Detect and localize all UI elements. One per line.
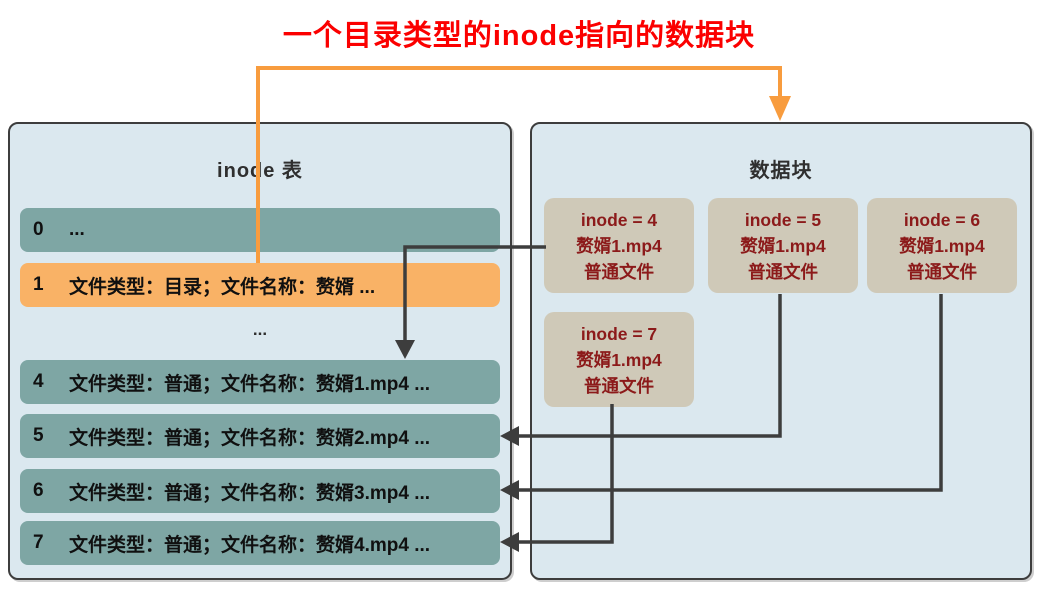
directory-entry-inode7: inode = 7 赘婿1.mp4 普通文件 bbox=[544, 312, 694, 407]
directory-entry-inode5: inode = 5 赘婿1.mp4 普通文件 bbox=[708, 198, 858, 293]
entry-filetype: 普通文件 bbox=[748, 261, 818, 282]
inode-table-header: inode 表 bbox=[217, 160, 303, 182]
inode-table-ellipsis: ... bbox=[252, 320, 268, 339]
inode-row-1-directory: 1 文件类型：目录；文件名称：赘婿 ... bbox=[20, 263, 500, 307]
arrowhead-down-icon bbox=[769, 96, 791, 121]
entry-filename: 赘婿1.mp4 bbox=[576, 349, 662, 370]
inode-row-1-number: 1 bbox=[33, 274, 44, 295]
inode-row-0-text: ... bbox=[69, 219, 85, 240]
inode-row-6-number: 6 bbox=[33, 480, 44, 501]
inode-row-6-text: 文件类型：普通；文件名称：赘婿3.mp4 ... bbox=[69, 482, 431, 504]
inode-table-panel: inode 表 0 ... 1 文件类型：目录；文件名称：赘婿 ... ... … bbox=[8, 122, 512, 580]
inode-row-4-text: 文件类型：普通；文件名称：赘婿1.mp4 ... bbox=[69, 373, 431, 395]
entry-filetype: 普通文件 bbox=[584, 261, 654, 282]
directory-entry-inode4: inode = 4 赘婿1.mp4 普通文件 bbox=[544, 198, 694, 293]
inode-row-0: 0 ... bbox=[20, 208, 500, 252]
directory-entry-inode6: inode = 6 赘婿1.mp4 普通文件 bbox=[867, 198, 1017, 293]
entry-inode-number: inode = 7 bbox=[580, 323, 658, 344]
inode-row-1-text: 文件类型：目录；文件名称：赘婿 ... bbox=[69, 276, 376, 298]
entry-filetype: 普通文件 bbox=[584, 375, 654, 396]
inode-row-7-text: 文件类型：普通；文件名称：赘婿4.mp4 ... bbox=[69, 534, 431, 556]
inode-row-7-number: 7 bbox=[33, 532, 44, 553]
entry-inode-number: inode = 6 bbox=[903, 209, 981, 230]
inode-row-0-number: 0 bbox=[33, 219, 44, 240]
inode-row-7: 7 文件类型：普通；文件名称：赘婿4.mp4 ... bbox=[20, 521, 500, 565]
entry-filetype: 普通文件 bbox=[907, 261, 977, 282]
inode-row-5-number: 5 bbox=[33, 425, 44, 446]
entry-filename: 赘婿1.mp4 bbox=[576, 235, 662, 256]
data-block-panel: 数据块 inode = 4 赘婿1.mp4 普通文件 inode = 5 赘婿1… bbox=[530, 122, 1032, 580]
inode-row-5-text: 文件类型：普通；文件名称：赘婿2.mp4 ... bbox=[69, 427, 431, 449]
entry-filename: 赘婿1.mp4 bbox=[740, 235, 826, 256]
diagram-title: 一个目录类型的inode指向的数据块 bbox=[282, 20, 756, 52]
entry-inode-number: inode = 5 bbox=[744, 209, 822, 230]
inode-row-5: 5 文件类型：普通；文件名称：赘婿2.mp4 ... bbox=[20, 414, 500, 458]
data-block-header: 数据块 bbox=[749, 160, 813, 182]
inode-row-6: 6 文件类型：普通；文件名称：赘婿3.mp4 ... bbox=[20, 469, 500, 513]
inode-row-4: 4 文件类型：普通；文件名称：赘婿1.mp4 ... bbox=[20, 360, 500, 404]
entry-filename: 赘婿1.mp4 bbox=[899, 235, 985, 256]
inode-row-4-number: 4 bbox=[33, 371, 44, 392]
entry-inode-number: inode = 4 bbox=[580, 209, 658, 230]
